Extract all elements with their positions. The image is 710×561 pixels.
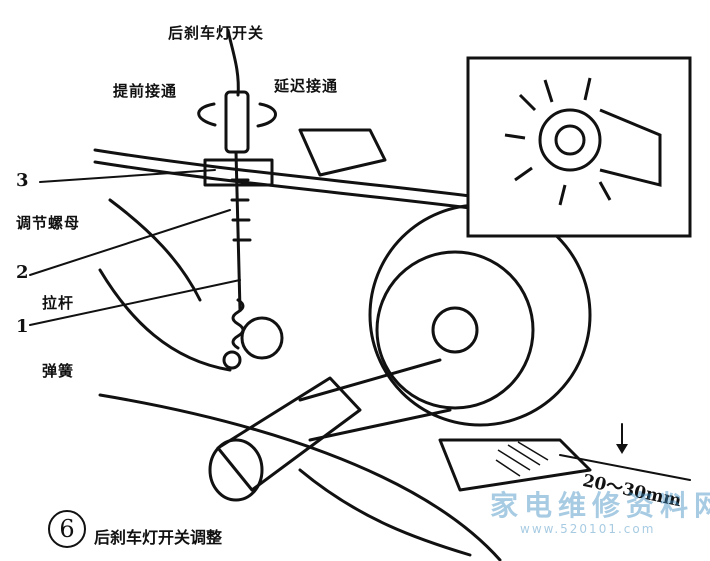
wheel-outer (368, 203, 592, 427)
dimension-arrowhead (616, 444, 628, 454)
label-number-2: 2 (16, 262, 29, 283)
footpeg-end (208, 438, 264, 502)
leader-3 (39, 169, 216, 183)
spring-coil (231, 298, 245, 350)
exhaust-line (298, 468, 472, 557)
rod-pin (222, 350, 242, 370)
brake-drum (375, 250, 535, 410)
label-early-connect: 提前接通 (113, 82, 178, 100)
label-number-1: 1 (16, 316, 29, 337)
watermark-text: 家电维修资料网 (490, 489, 710, 522)
frame-tube-upper (93, 148, 472, 198)
pedal-tip-hatch (495, 441, 549, 477)
delay-rotation-arrow (256, 102, 277, 128)
label-pull-rod: 拉杆 (42, 294, 75, 312)
label-rear-brake-switch: 后刹车灯开关 (168, 24, 265, 42)
early-rotation-arrow (197, 102, 217, 127)
pedal-arm-lower (308, 408, 452, 442)
footpeg-grip (216, 376, 362, 492)
dimension-line (559, 454, 691, 481)
thread-marks (230, 178, 252, 242)
lower-frame-line (98, 393, 502, 561)
label-delay-connect: 延迟接通 (274, 77, 339, 95)
leader-1 (29, 279, 241, 326)
pedal-pivot (240, 316, 284, 360)
hub-nut (431, 306, 479, 354)
watermark-url: www.520101.com (520, 522, 656, 536)
switch-cable (226, 28, 240, 97)
frame-arc-lower (98, 268, 232, 372)
label-adjust-nut: 调节螺母 (16, 214, 81, 232)
frame-tube-upper-2 (93, 160, 472, 210)
label-number-3: 3 (16, 170, 29, 191)
label-spring: 弹簧 (42, 362, 75, 380)
inset-detail (466, 56, 692, 238)
frame-arc-left (108, 198, 202, 302)
switch-body (224, 90, 250, 154)
pedal-arm-upper (298, 358, 442, 402)
footrest-bracket (298, 128, 387, 177)
brake-pedal-tip (438, 438, 592, 492)
caption-text: 后刹车灯开关调整 (94, 528, 223, 547)
threaded-rod (234, 150, 242, 312)
caption-number: 6 (48, 510, 86, 548)
leader-2 (29, 209, 231, 276)
